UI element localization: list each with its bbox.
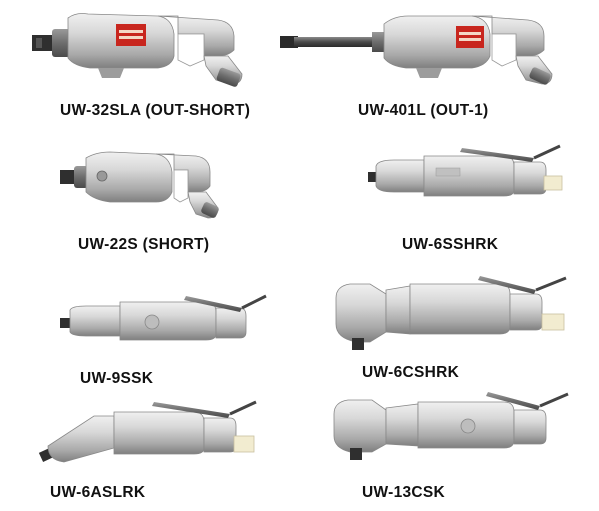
model-label: UW-22S (SHORT) — [78, 236, 210, 253]
uw-401l-tool-image — [280, 15, 553, 85]
model-label: UW-13CSK — [362, 484, 446, 501]
brand-badge — [456, 26, 484, 48]
model-label: UW-401L (OUT-1) — [358, 102, 489, 119]
model-label: UW-6CSHRK — [362, 364, 460, 381]
uw-22s-tool-image — [60, 151, 219, 219]
model-label: UW-6ASLRK — [50, 484, 146, 501]
uw-32sla-tool-image — [32, 13, 243, 87]
uw-6sshrk-tool-image — [368, 144, 563, 197]
uw-13csk-tool-image — [333, 392, 569, 460]
model-label: UW-9SSK — [80, 370, 154, 387]
model-label: UW-32SLA (OUT-SHORT) — [60, 102, 251, 119]
brand-badge — [116, 24, 146, 46]
uw-9ssk-tool-image — [60, 294, 267, 341]
uw-6aslrk-tool-image — [38, 400, 257, 463]
model-label: UW-6SSHRK — [402, 236, 499, 253]
uw-6cshrk-tool-image — [335, 276, 567, 350]
